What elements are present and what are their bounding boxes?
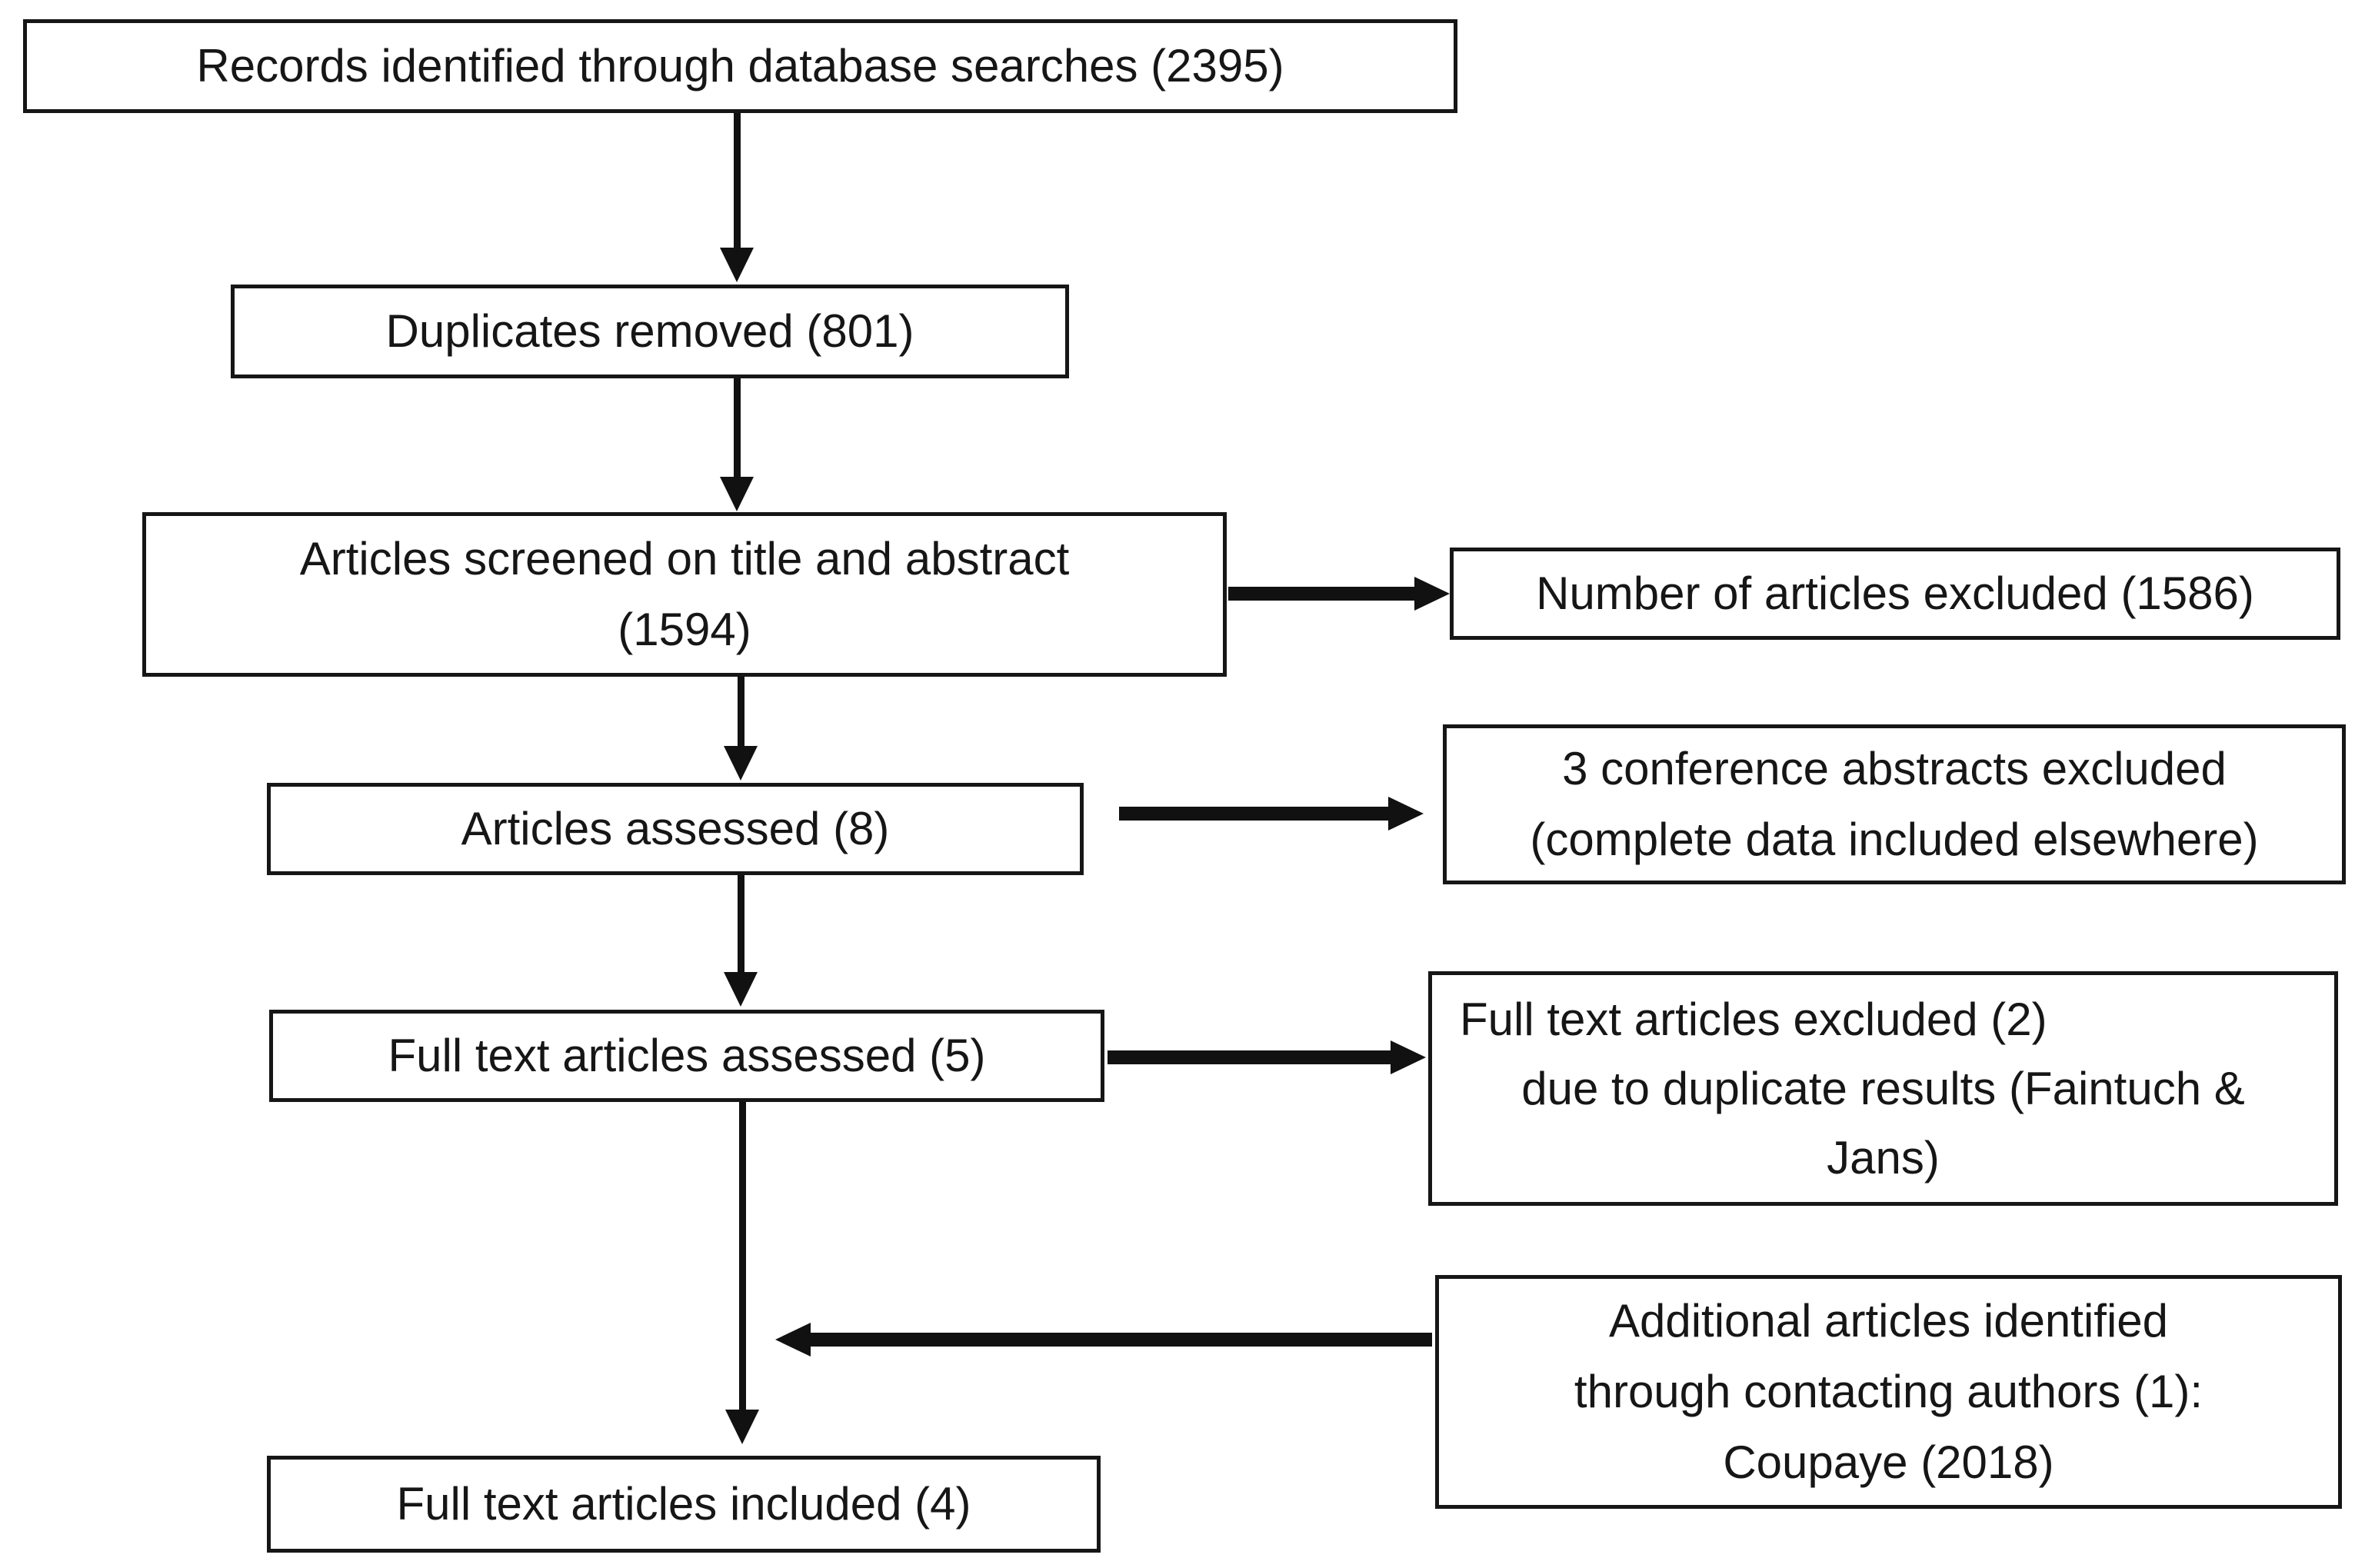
flow-box-duplicates-removed-label: Duplicates removed (801) (385, 305, 914, 357)
arrow-screened-to-excluded-head (1414, 577, 1450, 611)
flow-box-records: Records identified through database sear… (23, 19, 1457, 113)
flow-box-articles-assessed-label: Articles assessed (8) (461, 803, 890, 854)
arrow-duplicates-to-screened-shaft (734, 378, 741, 477)
arrow-additional-to-main-flow-shaft (811, 1333, 1432, 1347)
arrow-screened-to-assessed-head (724, 746, 758, 781)
flow-box-fulltext-assessed-label: Full text articles assessed (5) (388, 1030, 986, 1081)
side-box-additional-articles-label: Additional articles identified through c… (1574, 1295, 2203, 1488)
side-box-fulltext-excluded-line-1: Full text articles excluded (2) (1460, 993, 2047, 1045)
side-box-fulltext-excluded-line-3: Jans) (1827, 1131, 1940, 1183)
side-box-articles-excluded: Number of articles excluded (1586) (1450, 548, 2340, 640)
arrow-assessed-to-fulltext-assessed-shaft (738, 875, 744, 972)
arrow-screened-to-excluded-shaft (1228, 587, 1414, 601)
arrow-records-to-duplicates-head (720, 248, 754, 282)
side-box-additional-articles: Additional articles identified through c… (1435, 1275, 2342, 1509)
side-box-conference-abstracts-excluded: 3 conference abstracts excluded (complet… (1443, 724, 2346, 884)
arrow-additional-to-main-flow-head (775, 1323, 811, 1357)
flow-box-records-label: Records identified through database sear… (196, 40, 1284, 92)
arrow-screened-to-assessed-shaft (738, 677, 744, 746)
side-box-conference-abstracts-excluded-label: 3 conference abstracts excluded (complet… (1530, 743, 2259, 865)
flow-box-fulltext-included: Full text articles included (4) (267, 1456, 1101, 1553)
arrow-fulltext-assessed-to-excluded-shaft (1108, 1050, 1391, 1064)
arrow-fulltext-assessed-to-included-shaft (739, 1102, 746, 1410)
flow-box-articles-screened-label: Articles screened on title and abstract … (299, 533, 1070, 655)
arrow-fulltext-assessed-to-excluded-head (1391, 1040, 1426, 1074)
arrow-duplicates-to-screened-head (720, 477, 754, 511)
flow-box-fulltext-included-label: Full text articles included (4) (396, 1478, 971, 1530)
arrow-assessed-to-conference-excluded-shaft (1119, 807, 1388, 821)
side-box-fulltext-excluded: Full text articles excluded (2) due to d… (1428, 971, 2338, 1206)
flow-box-fulltext-assessed: Full text articles assessed (5) (269, 1010, 1104, 1102)
arrow-assessed-to-conference-excluded-head (1388, 797, 1424, 831)
arrow-assessed-to-fulltext-assessed-head (724, 972, 758, 1007)
side-box-articles-excluded-label: Number of articles excluded (1586) (1536, 568, 2254, 619)
arrow-fulltext-assessed-to-included-head (725, 1410, 759, 1444)
flow-box-duplicates-removed: Duplicates removed (801) (231, 285, 1069, 378)
side-box-fulltext-excluded-line-2: due to duplicate results (Faintuch & (1521, 1062, 2245, 1114)
arrow-records-to-duplicates-shaft (734, 113, 741, 248)
flow-box-articles-assessed: Articles assessed (8) (267, 783, 1084, 875)
flow-box-articles-screened: Articles screened on title and abstract … (142, 512, 1227, 677)
